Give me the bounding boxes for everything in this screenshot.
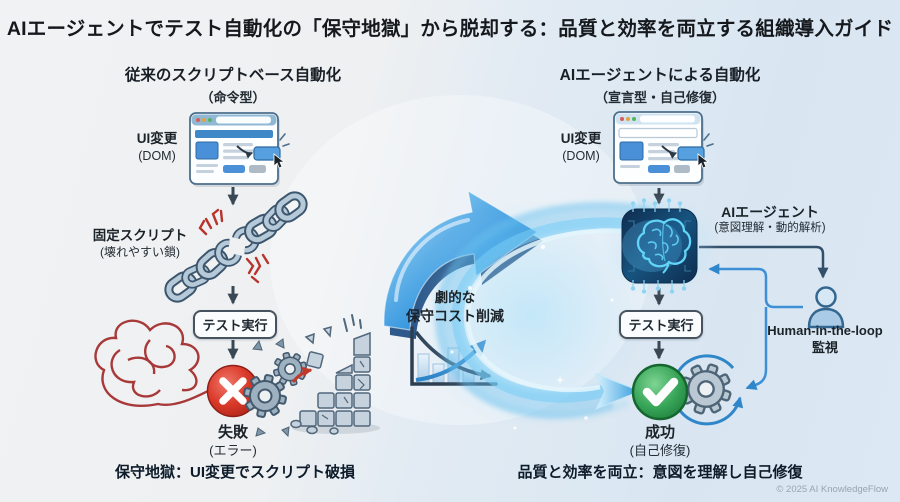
agent-to-human-arrow xyxy=(699,245,829,279)
left-header-text: 従来のスクリプトベース自動化 xyxy=(124,67,342,84)
crumbling-wall-icon xyxy=(290,314,380,435)
hitl-label: Human-in-the-loop 監視 xyxy=(752,323,898,357)
fixed-script-sub: (壊れやすい鎖) xyxy=(100,244,180,259)
right-ui-change-sub: (DOM) xyxy=(562,148,600,163)
hitl-line1: Human-in-the-loop xyxy=(767,323,883,338)
agent-label: AIエージェント (意図理解・動的解析) xyxy=(698,203,842,236)
right-caption: 品質と効率を両立：意図を理解し自己修復 xyxy=(517,464,803,481)
left-ui-change-label: UI変更 (DOM) xyxy=(122,130,192,164)
mouse-cursor-icon xyxy=(273,153,286,169)
left-caption: 保守地獄：UI変更でスクリプト破損 xyxy=(114,464,355,481)
benefit-line1: 劇的な xyxy=(434,290,476,305)
broken-chain-icon xyxy=(164,191,308,303)
break-sparks xyxy=(198,208,270,284)
success-check-icon xyxy=(631,363,689,421)
human-icon xyxy=(807,286,845,329)
failure-sub: (エラー) xyxy=(209,442,257,458)
left-test-run-box: テスト実行 xyxy=(193,310,277,339)
mouse-cursor-icon xyxy=(697,153,710,169)
ai-brain-chip-icon xyxy=(600,194,720,298)
broken-gears-icon xyxy=(239,338,314,438)
left-ui-change-sub: (DOM) xyxy=(138,148,176,163)
right-header-text: AIエージェントによる自動化 xyxy=(559,67,761,84)
success-sub: (自己修復) xyxy=(629,442,691,458)
copyright-text: © 2025 AI KnowledgeFlow xyxy=(776,484,888,495)
success-text: 成功 xyxy=(644,424,675,441)
tangled-scribble-icon xyxy=(94,319,209,407)
failure-text: 失敗 xyxy=(217,424,248,441)
impact-arrow xyxy=(291,366,313,383)
agent-text: AIエージェント xyxy=(721,204,819,220)
human-feedback-arrows xyxy=(708,263,803,390)
right-column-header: AIエージェントによる自動化 （宣言型・自己修復） xyxy=(515,63,805,106)
fixed-script-text: 固定スクリプト xyxy=(92,228,188,243)
fixed-script-label: 固定スクリプト (壊れやすい鎖) xyxy=(84,227,196,260)
left-subheader-text: （命令型） xyxy=(200,90,266,105)
right-test-run-box: テスト実行 xyxy=(619,310,703,339)
success-label: 成功 (自己修復) xyxy=(618,423,702,459)
energy-swirl-icon xyxy=(415,200,661,430)
benefit-line2: 保守コスト削減 xyxy=(406,307,504,324)
right-subheader-text: （宣言型・自己修復） xyxy=(594,90,725,105)
browser-window-icon xyxy=(189,112,290,187)
hitl-line2: 監視 xyxy=(811,339,838,355)
browser-window-icon xyxy=(613,111,714,186)
left-column-header: 従来のスクリプトベース自動化 （命令型） xyxy=(88,63,378,106)
right-ui-change-label: UI変更 (DOM) xyxy=(546,130,616,164)
page-title: AIエージェントでテスト自動化の「保守地獄」から脱却する：品質と効率を両立する組… xyxy=(6,18,894,40)
failure-label: 失敗 (エラー) xyxy=(191,423,275,459)
left-ui-change-text: UI変更 xyxy=(136,131,178,146)
right-ui-change-text: UI変更 xyxy=(560,131,602,146)
benefit-label: 劇的な 保守コスト削減 xyxy=(395,289,515,325)
agent-sub: (意図理解・動的解析) xyxy=(714,222,826,235)
